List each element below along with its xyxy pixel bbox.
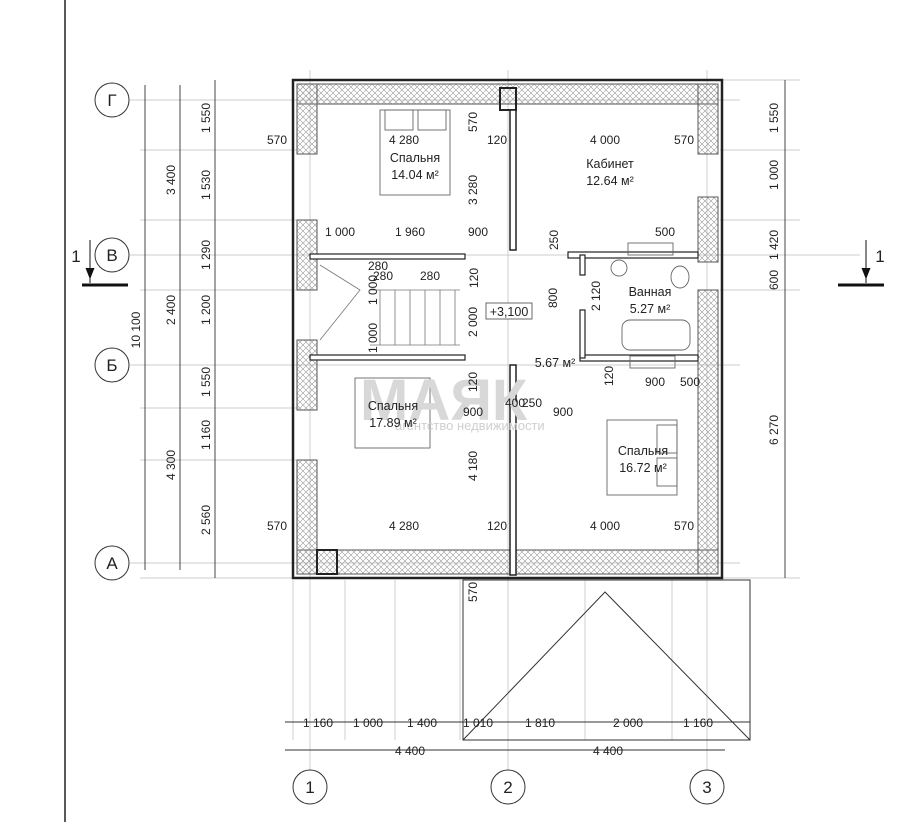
furniture bbox=[354, 109, 691, 496]
dimension-label: 900 bbox=[553, 405, 573, 419]
walls bbox=[291, 78, 724, 580]
dimension-label: 570 bbox=[674, 133, 694, 147]
room-name: Спальня bbox=[618, 444, 668, 458]
axis-label-row: Б bbox=[106, 356, 117, 375]
porch-roof bbox=[462, 579, 751, 741]
dimension-label: 3 280 bbox=[466, 175, 480, 205]
dimension-label: 1 530 bbox=[199, 170, 213, 200]
dimension-label: 600 bbox=[767, 270, 781, 290]
axis-markers bbox=[94, 82, 725, 805]
room-area: 17.89 м² bbox=[369, 416, 417, 430]
dimension-label: 900 bbox=[468, 225, 488, 239]
dimension-label: 570 bbox=[674, 519, 694, 533]
axis-label-col: 3 bbox=[702, 778, 711, 797]
dimension-label: 500 bbox=[655, 225, 675, 239]
dimension-label: 400 bbox=[505, 396, 525, 410]
dimension-label: 1 160 bbox=[303, 716, 333, 730]
watermark-tagline: агентство недвижимости bbox=[395, 418, 545, 433]
axis-label-row: Г bbox=[107, 91, 116, 110]
dimension-label: 120 bbox=[466, 372, 480, 392]
dimension-label: 2 000 bbox=[613, 716, 643, 730]
dimension-label: 1 160 bbox=[199, 420, 213, 450]
axis-label-col: 1 bbox=[305, 778, 314, 797]
dimension-label: 800 bbox=[546, 288, 560, 308]
dimension-label: 2 000 bbox=[466, 307, 480, 337]
dimension-label: 1 010 bbox=[463, 716, 493, 730]
dimension-label: 3 400 bbox=[164, 165, 178, 195]
section-label-left: 1 bbox=[71, 247, 80, 266]
section-cut-markers bbox=[82, 240, 884, 287]
level-mark: +3,100 bbox=[490, 305, 529, 319]
room-area: 5.27 м² bbox=[630, 302, 671, 316]
section-label-right: 1 bbox=[875, 247, 884, 266]
room-area: 16.72 м² bbox=[619, 461, 667, 475]
dimension-label: 1 290 bbox=[199, 240, 213, 270]
dimension-label: 4 000 bbox=[590, 519, 620, 533]
dimension-label: 4 000 bbox=[590, 133, 620, 147]
dimension-label: 4 400 bbox=[395, 744, 425, 758]
dimension-label: 4 300 bbox=[164, 450, 178, 480]
dimension-label: 250 bbox=[522, 396, 542, 410]
room-name: Ванная bbox=[629, 285, 672, 299]
dimension-label: 570 bbox=[267, 133, 287, 147]
dimension-label: 120 bbox=[487, 133, 507, 147]
dimension-label: 1 420 bbox=[767, 230, 781, 260]
dimension-label: 280 bbox=[420, 269, 440, 283]
dimension-lines bbox=[144, 80, 786, 751]
dimension-label: 1 960 bbox=[395, 225, 425, 239]
dimension-label: 570 bbox=[267, 519, 287, 533]
dimension-label: 1 550 bbox=[199, 103, 213, 133]
dimension-label: 120 bbox=[602, 366, 616, 386]
watermark-logo: МАЯК bbox=[360, 368, 528, 433]
dimension-label: 900 bbox=[645, 375, 665, 389]
dimension-label: 6 270 bbox=[767, 415, 781, 445]
dimension-label: 2 120 bbox=[589, 281, 603, 311]
dimension-label: 4 400 bbox=[593, 744, 623, 758]
staircase bbox=[319, 264, 460, 346]
dimension-label: 1 000 bbox=[767, 160, 781, 190]
dimension-label: 1 400 bbox=[407, 716, 437, 730]
room-name: Спальня bbox=[368, 399, 418, 413]
dimension-label: 280 bbox=[368, 259, 388, 273]
dimension-label: 1 200 bbox=[199, 295, 213, 325]
dimension-label: 1 000 bbox=[366, 275, 380, 305]
dimension-label: 1 550 bbox=[767, 103, 781, 133]
dimension-label: 1 810 bbox=[525, 716, 555, 730]
dimension-label: 570 bbox=[466, 582, 480, 602]
dimension-label: 2 560 bbox=[199, 505, 213, 535]
dimension-label: 1 000 bbox=[366, 323, 380, 353]
dimension-label: 2 400 bbox=[164, 295, 178, 325]
axis-label-col: 2 bbox=[503, 778, 512, 797]
dimension-label: 1 000 bbox=[353, 716, 383, 730]
room-name: Спальня bbox=[390, 151, 440, 165]
dimension-label: 250 bbox=[547, 230, 561, 250]
dimension-label: 1 000 bbox=[325, 225, 355, 239]
room-area: 5.67 м² bbox=[535, 356, 576, 370]
axis-label-row: В bbox=[106, 246, 117, 265]
room-name: Кабинет bbox=[586, 157, 634, 171]
dimension-label: 570 bbox=[466, 112, 480, 132]
room-area: 14.04 м² bbox=[391, 168, 439, 182]
dimension-label: 4 280 bbox=[389, 133, 419, 147]
room-area: 12.64 м² bbox=[586, 174, 634, 188]
dimension-label: 1 550 bbox=[199, 367, 213, 397]
dimension-label: 4 180 bbox=[466, 451, 480, 481]
dimension-label: 120 bbox=[487, 519, 507, 533]
dimension-label: 120 bbox=[467, 268, 481, 288]
dimension-label: 900 bbox=[463, 405, 483, 419]
dimension-label: 10 100 bbox=[129, 311, 143, 348]
dimension-label: 4 280 bbox=[389, 519, 419, 533]
dimension-label: 500 bbox=[680, 375, 700, 389]
dimension-label: 280 bbox=[373, 269, 393, 283]
axis-label-row: А bbox=[106, 554, 118, 573]
dimension-label: 1 160 bbox=[683, 716, 713, 730]
